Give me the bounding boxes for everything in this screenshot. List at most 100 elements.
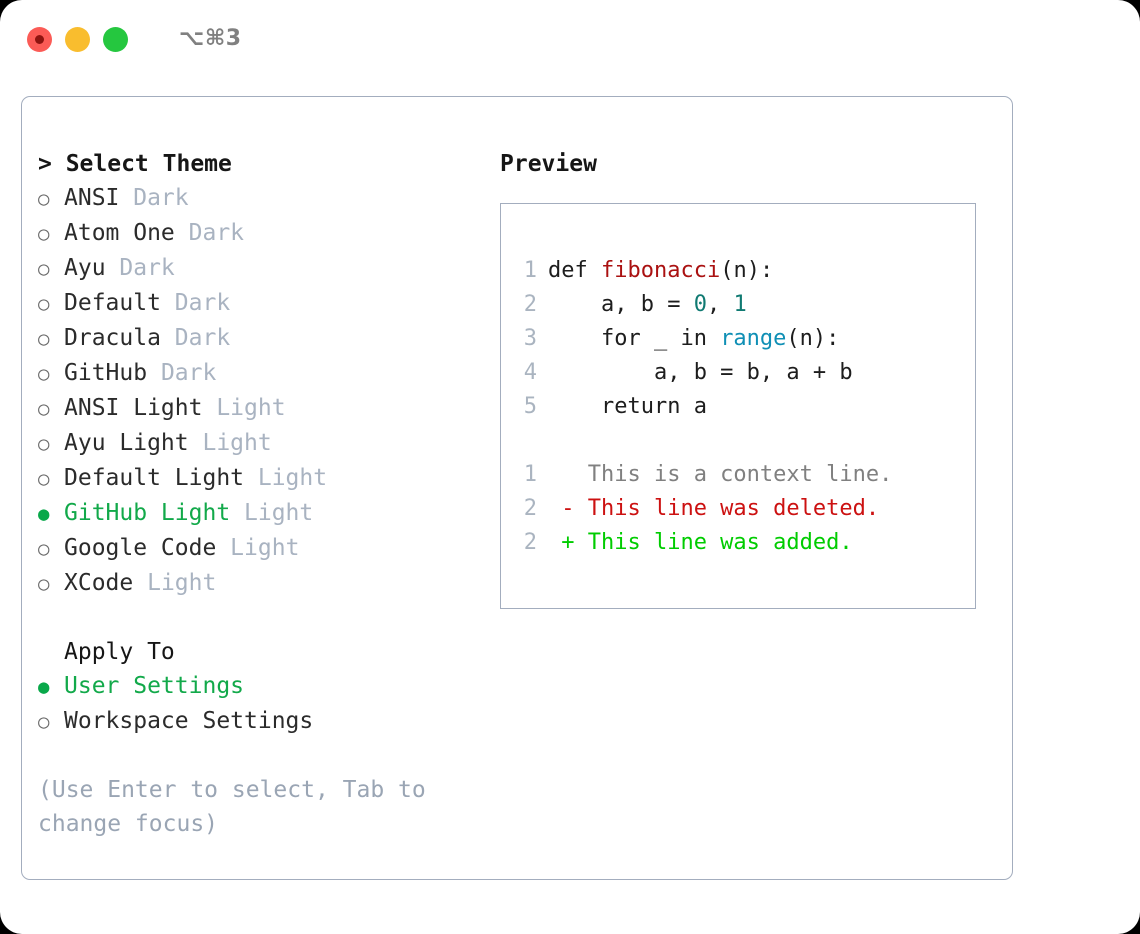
apply-to-list: ● User Settings ○ Workspace Settings [38,669,478,739]
theme-option-label: Default Light [64,465,245,491]
apply-option-0[interactable]: ● User Settings [38,669,478,704]
preview-heading: Preview [500,151,597,177]
radio-unselected-icon: ○ [38,711,50,733]
radio-selected-icon: ● [38,503,50,525]
theme-option-label: XCode [64,570,134,596]
code-line: 5 return a [511,390,975,424]
theme-option-suffix: Light [216,535,300,561]
minimize-button[interactable] [65,26,90,52]
code-line-text: a, b = 0, 1 [548,288,747,322]
radio-unselected-icon: ○ [38,223,50,245]
theme-option-suffix: Dark [119,185,189,211]
radio-unselected-icon: ○ [38,363,50,385]
theme-option-11[interactable]: ○ XCode Light [38,566,478,601]
theme-option-suffix: Dark [160,290,231,316]
theme-option-9[interactable]: ●GitHub Light Light [38,496,478,531]
keyboard-hint: (Use Enter to select, Tab to change focu… [38,777,426,837]
radio-unselected-icon: ○ [38,258,50,280]
theme-option-label: ANSI Light [64,395,203,421]
theme-option-label: Default [64,290,161,316]
theme-picker-column: > Select Theme ○ANSI Dark○Atom One Dark○… [38,147,478,841]
token-func: fibonacci [600,258,721,283]
theme-option-suffix: Dark [147,360,217,386]
code-line-number: 3 [523,326,537,351]
theme-option-5[interactable]: ○ GitHub Dark [38,356,478,391]
zoom-button[interactable] [103,26,128,52]
diff-line-text-context: This is a context line. [548,462,893,487]
token-plain: (n): [720,258,774,283]
token-num: 0 [693,292,707,317]
apply-option-label: User Settings [64,673,245,699]
theme-option-suffix: Light [133,570,217,596]
token-builtin: range [720,326,787,351]
select-theme-heading: > Select Theme [38,151,232,177]
code-line-number: 1 [523,258,537,283]
radio-unselected-icon: ○ [38,188,50,210]
code-line: 4 a, b = b, a + b [511,356,975,390]
theme-option-suffix: Light [202,395,286,421]
radio-unselected-icon: ○ [38,468,50,490]
radio-unselected-icon: ○ [38,293,50,315]
radio-unselected-icon: ○ [38,433,50,455]
theme-option-suffix: Dark [174,220,245,246]
code-line: 3 for _ in range(n): [511,322,975,356]
theme-option-8[interactable]: ○ Default Light Light [38,461,478,496]
token-kw: def [548,258,601,283]
theme-option-2[interactable]: ○ Ayu Dark [38,251,478,286]
close-button[interactable] [27,26,52,52]
traffic-lights [27,26,128,52]
theme-option-7[interactable]: ○ Ayu Light Light [38,426,478,461]
radio-unselected-icon: ○ [38,538,50,560]
apply-option-label: Workspace Settings [64,708,314,734]
radio-selected-icon: ● [38,676,50,698]
token-plain: a, b = b, a + b [548,360,853,385]
diff-line: 2 - This line was deleted. [511,492,975,526]
hint-spacer [38,739,478,773]
theme-option-3[interactable]: ○ Default Dark [38,286,478,321]
apply-option-1[interactable]: ○ Workspace Settings [38,704,478,739]
code-line-text: a, b = b, a + b [548,356,853,390]
token-plain: a, b = [548,292,694,317]
diff-line: 2 + This line was added. [511,526,975,560]
code-line: 2 a, b = 0, 1 [511,288,975,322]
theme-option-suffix: Dark [160,325,231,351]
main-panel: > Select Theme ○ANSI Dark○Atom One Dark○… [21,96,1013,880]
theme-option-label: Ayu [64,255,106,281]
theme-option-suffix: Light [188,430,272,456]
code-line: 1 def fibonacci(n): [511,254,975,288]
theme-option-6[interactable]: ○ANSI Light Light [38,391,478,426]
theme-option-label: Dracula [64,325,161,351]
titlebar: ⌥⌘3 [0,0,1140,78]
diff-block: 1 This is a context line. 2 - This line w… [511,458,975,560]
list-spacer [38,601,478,635]
token-plain: , [706,292,734,317]
theme-option-label: GitHub [64,360,148,386]
code-diff-gap [511,424,975,458]
code-line-number: 4 [523,360,537,385]
theme-option-label: Atom One [64,220,175,246]
diff-line-text-add: + This line was added. [548,530,853,555]
code-line-number: 2 [523,292,537,317]
keyboard-shortcut-label: ⌥⌘3 [179,26,242,51]
theme-option-0[interactable]: ○ ANSI Dark [38,181,478,216]
code-line-text: def fibonacci(n): [548,254,773,288]
token-kw: for _ in [548,326,721,351]
theme-option-suffix: Dark [105,255,175,281]
theme-option-label: GitHub Light [64,500,231,526]
diff-line-number: 2 [523,530,537,555]
code-line-text: return a [548,390,707,424]
diff-line-number: 2 [523,496,537,521]
theme-option-suffix: Light [244,465,328,491]
theme-option-1[interactable]: ○ Atom One Dark [38,216,478,251]
token-kw: return a [548,394,707,419]
theme-option-4[interactable]: ○Dracula Dark [38,321,478,356]
radio-unselected-icon: ○ [38,573,50,595]
code-line-text: for _ in range(n): [548,322,839,356]
theme-option-label: Ayu Light [64,430,189,456]
theme-option-10[interactable]: ○ Google Code Light [38,531,478,566]
theme-option-label: ANSI [64,185,120,211]
diff-line-number: 1 [523,462,537,487]
theme-option-label: Google Code [64,535,217,561]
